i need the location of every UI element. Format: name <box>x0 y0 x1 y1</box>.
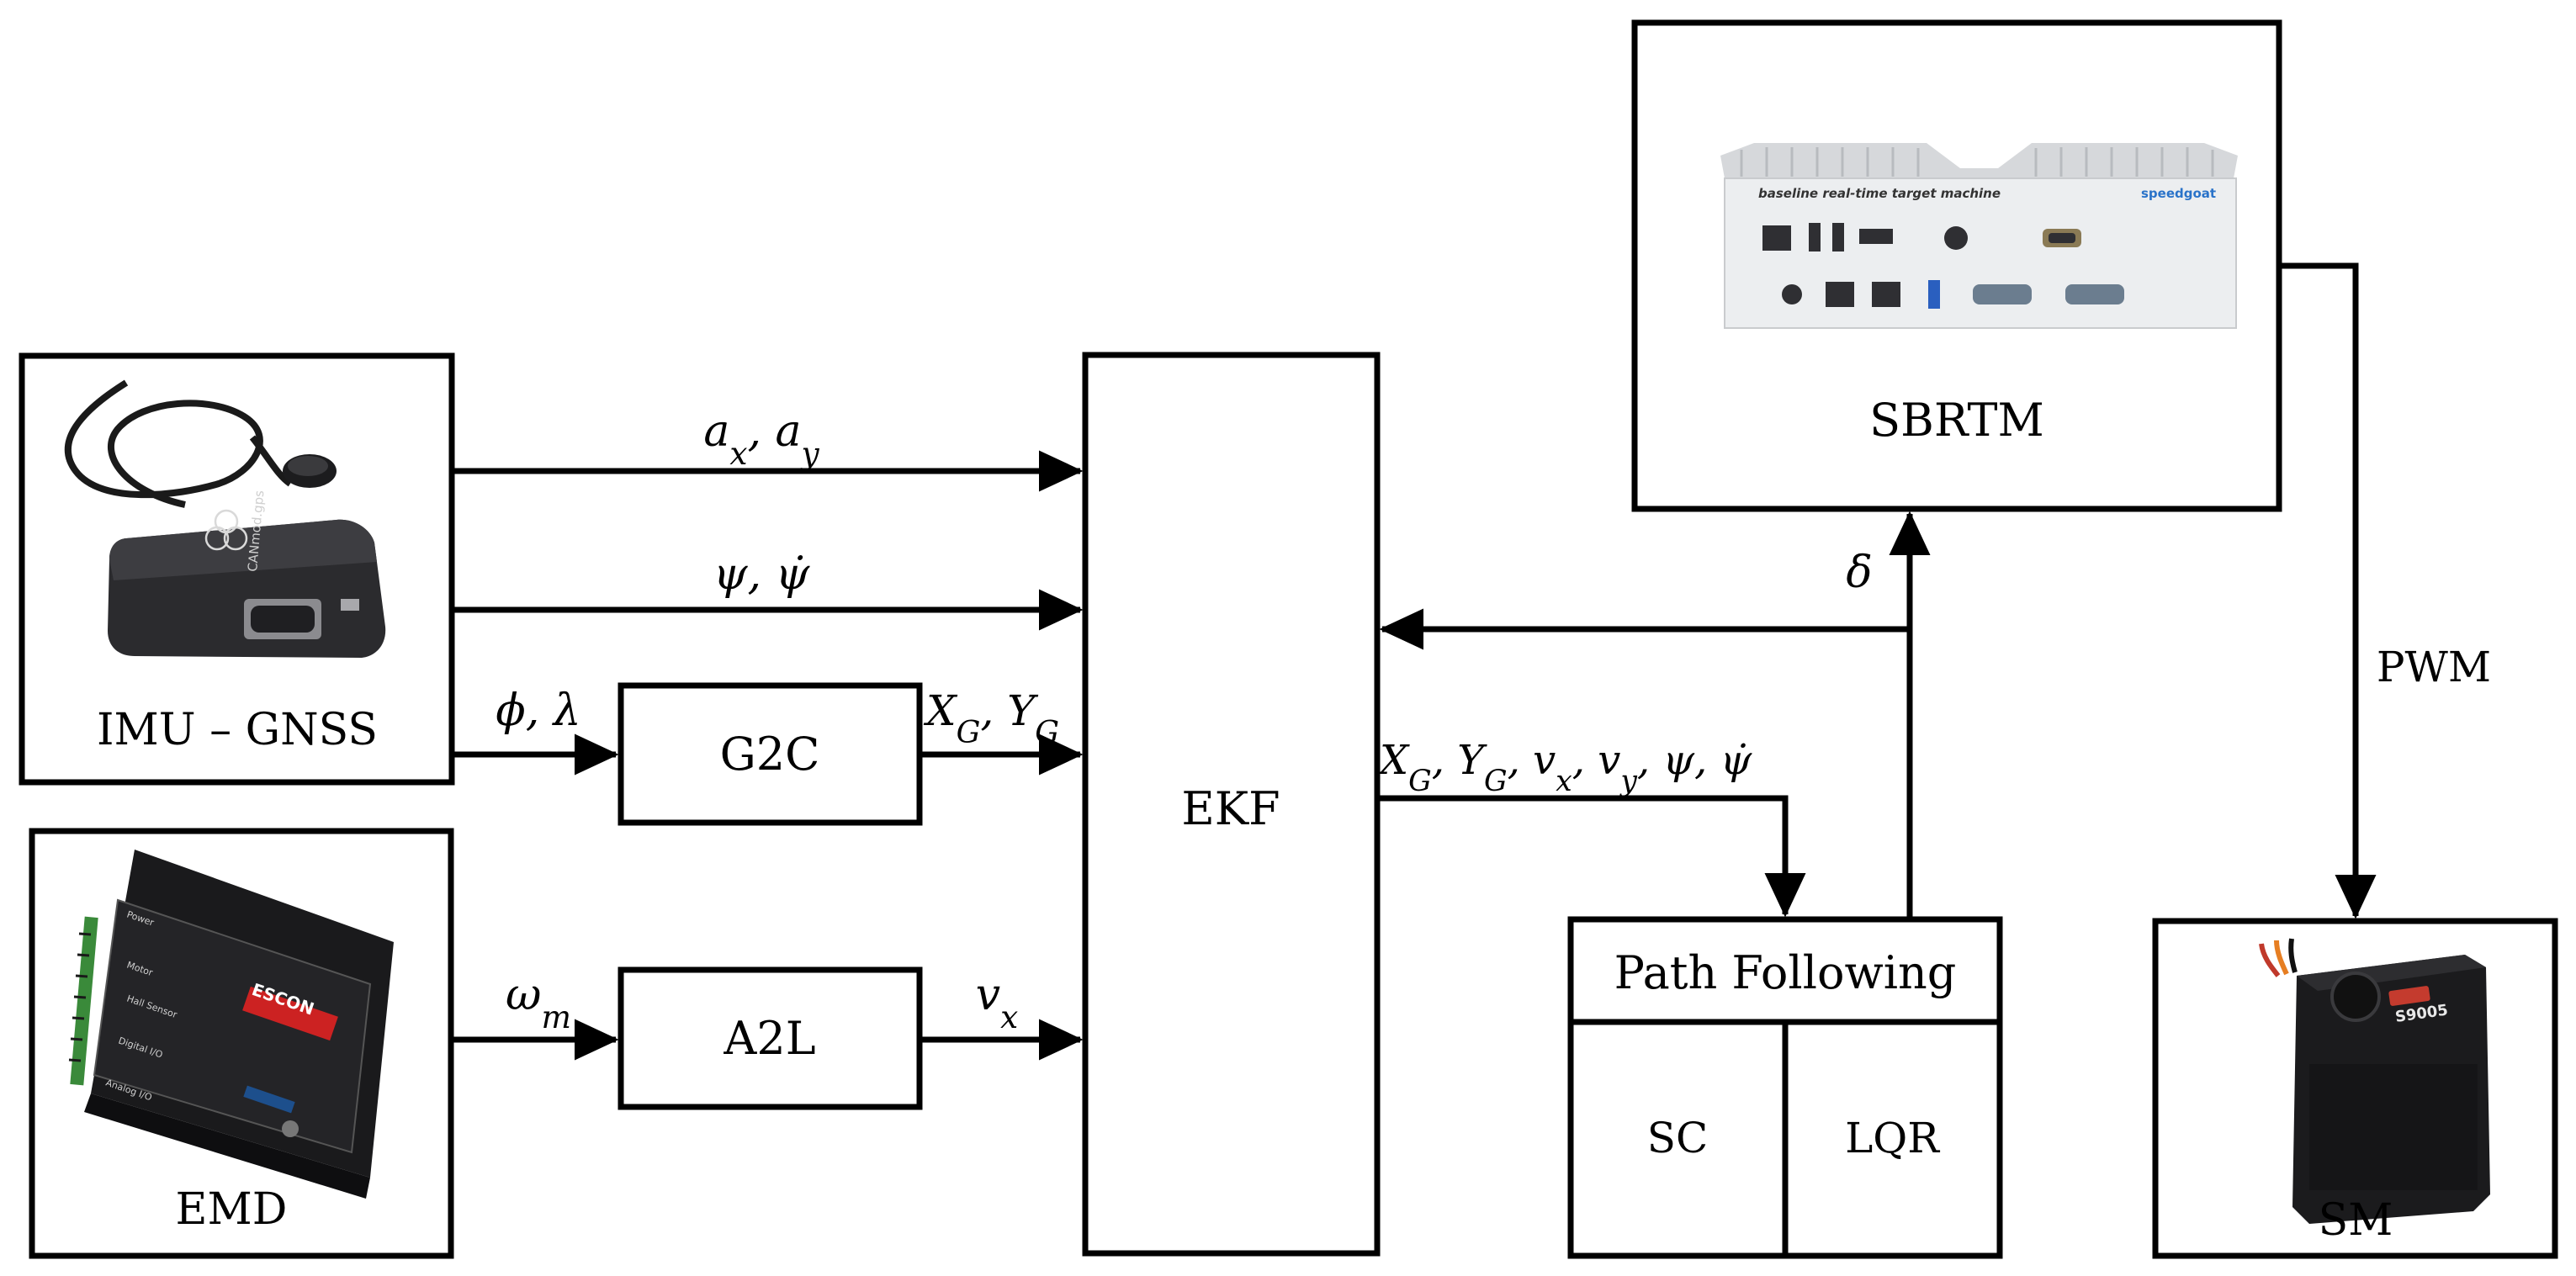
path-following-label: Path Following <box>1614 946 1957 999</box>
signal-label-imu-accel: ax, ay <box>703 406 819 472</box>
ekf-block: EKF <box>1082 352 1381 1257</box>
signal-label-motor-speed: ωm <box>506 970 571 1035</box>
a2l-block: A2L <box>617 966 923 1110</box>
signal-label-gnss-coords: ϕ, λ <box>496 686 580 736</box>
emd-block: ESCON Power Motor Hall Sensor Digital I/… <box>29 828 454 1259</box>
lqr-label: LQR <box>1845 1114 1940 1162</box>
sbrtm-block: baseline real-time target machine speedg… <box>1631 19 2282 512</box>
sbrtm-device-image: baseline real-time target machine speedg… <box>1720 143 2238 329</box>
ekf-label: EKF <box>1181 782 1280 835</box>
signal-label-a2l-out: vx <box>976 970 1019 1035</box>
sm-block: S9005 SM <box>2152 918 2558 1259</box>
emd-device-image: ESCON Power Motor Hall Sensor Digital I/… <box>68 850 394 1199</box>
sm-label: SM <box>2319 1195 2393 1246</box>
wire-ekf-to-path-following <box>1377 795 1806 918</box>
signal-label-pwm: PWM <box>2377 643 2491 691</box>
imu-gnss-block: CANmod.gps IMU – GNSS <box>19 352 455 786</box>
path-following-block: Path Following SC LQR <box>1567 916 2003 1259</box>
sc-label: SC <box>1647 1114 1709 1162</box>
imu-gnss-label: IMU – GNSS <box>97 705 378 755</box>
g2c-block: G2C <box>617 682 923 826</box>
sm-device-image: S9005 <box>2259 938 2490 1224</box>
signal-label-imu-yaw: ψ, ψ̇ <box>713 549 811 600</box>
sbrtm-label: SBRTM <box>1869 394 2044 447</box>
g2c-label: G2C <box>720 728 820 781</box>
imu-gnss-device-image: CANmod.gps <box>64 379 386 658</box>
signal-label-steer: δ <box>1846 548 1872 598</box>
signal-wires <box>451 262 2377 1061</box>
sbrtm-brand-text: speedgoat <box>2141 186 2216 201</box>
emd-label: EMD <box>176 1184 288 1235</box>
wire-sbrtm-to-sm <box>2279 262 2377 919</box>
signal-label-ekf-out: XG, YG, vx, vy, ψ, ψ̇ <box>1376 737 1753 798</box>
a2l-label: A2L <box>723 1012 815 1065</box>
sbrtm-header-text: baseline real-time target machine <box>1758 186 2001 201</box>
signal-label-g2c-out: XG, YG <box>923 686 1059 750</box>
